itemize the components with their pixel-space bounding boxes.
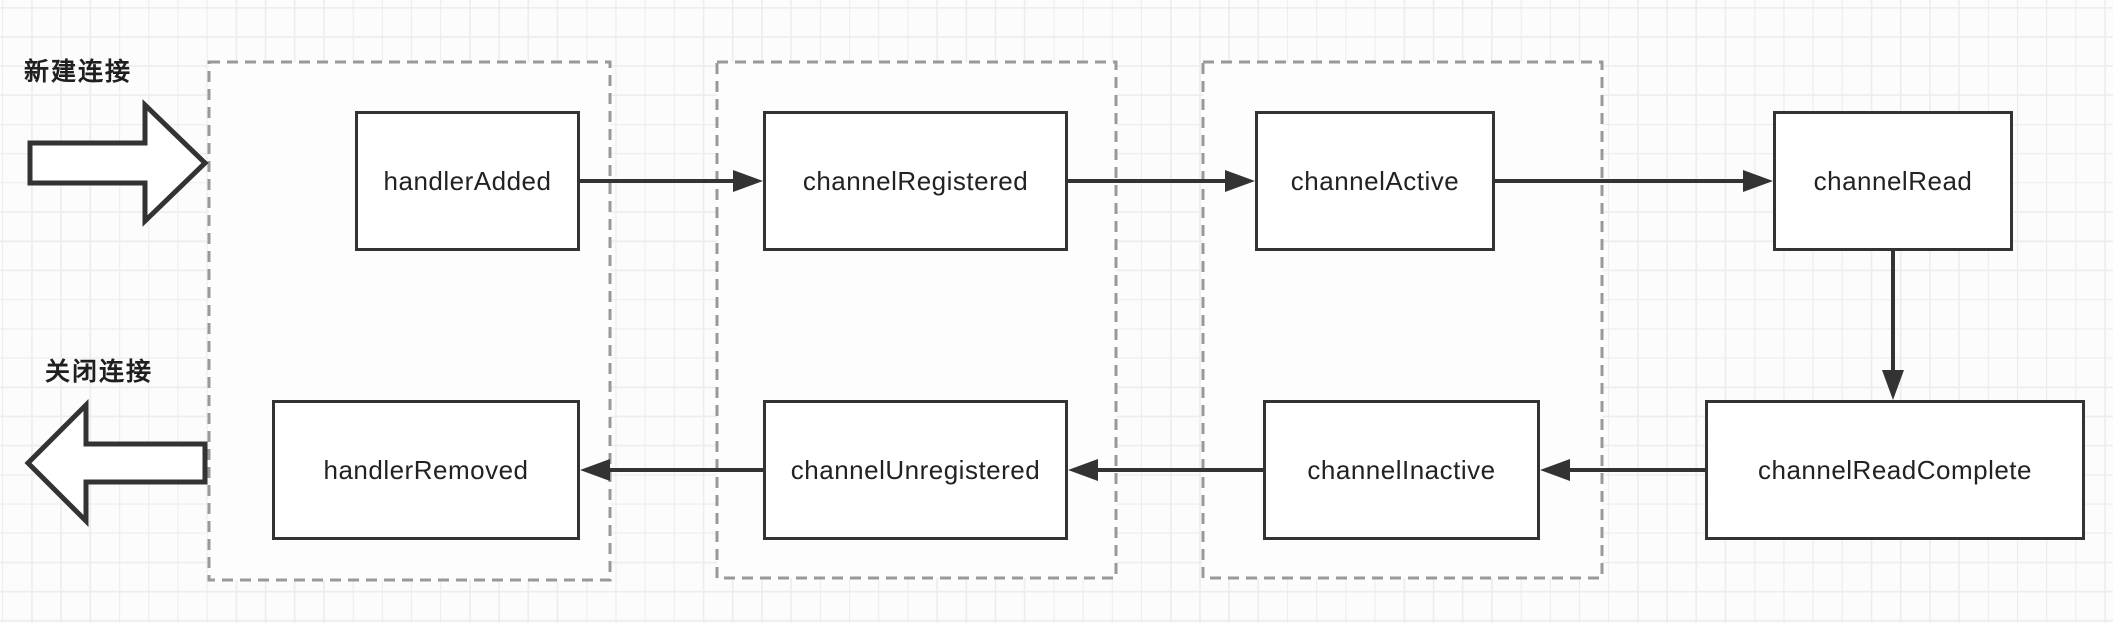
node-channel-inactive: channelInactive: [1263, 400, 1540, 540]
edge-channelreadcomplete-to-channelinactive-arrowhead-icon: [1540, 459, 1570, 481]
node-channel-unregistered: channelUnregistered: [763, 400, 1068, 540]
edge-channelread-to-channelreadcomplete-arrowhead-icon: [1882, 370, 1904, 400]
node-channel-active: channelActive: [1255, 111, 1495, 251]
new-connection-block-arrow-icon: [27, 99, 209, 227]
node-handler-removed: handlerRemoved: [272, 400, 580, 540]
close-connection-block-arrow-icon: [24, 398, 208, 528]
edge-channelinactive-to-channelunregistered-arrowhead-icon: [1068, 459, 1098, 481]
node-channel-read-complete: channelReadComplete: [1705, 400, 2085, 540]
edge-channelactive-to-channelread-arrowhead-icon: [1743, 170, 1773, 192]
label-new-connection: 新建连接: [24, 58, 133, 86]
edge-channelregistered-to-channelactive-arrowhead-icon: [1225, 170, 1255, 192]
edge-channelunregistered-to-handlerremoved-arrowhead-icon: [580, 459, 610, 481]
node-channel-registered: channelRegistered: [763, 111, 1068, 251]
edge-handleradded-to-channelregistered-arrowhead-icon: [733, 170, 763, 192]
node-handler-added: handlerAdded: [355, 111, 580, 251]
label-close-connection: 关闭连接: [45, 358, 154, 386]
node-channel-read: channelRead: [1773, 111, 2013, 251]
